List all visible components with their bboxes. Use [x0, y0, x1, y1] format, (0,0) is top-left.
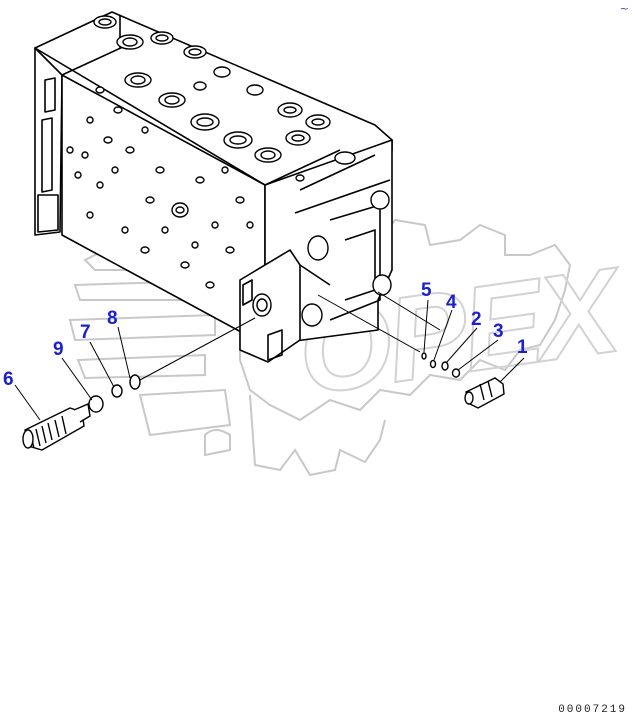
callout-6: 6: [3, 369, 14, 390]
callout-1: 1: [517, 337, 528, 358]
callout-3: 3: [493, 321, 504, 342]
corner-mark: ~: [619, 2, 629, 15]
left-relief-parts: [22, 374, 141, 451]
plug-end-1: [464, 391, 474, 405]
o-ring-8: [129, 374, 141, 390]
callout-8: 8: [107, 308, 118, 329]
o-ring-2: [441, 361, 449, 371]
callout-9: 9: [53, 339, 64, 360]
relief-valve-6: [24, 407, 85, 451]
control-valve-body: [34, 11, 393, 363]
backup-ring-7: [111, 384, 123, 398]
o-ring-9: [88, 395, 104, 413]
right-relief-parts: [421, 352, 505, 409]
backup-ring-5: [421, 352, 427, 360]
callout-5: 5: [421, 280, 432, 301]
drawing-number: 00007219: [558, 704, 627, 716]
valve-ports: [66, 15, 392, 327]
backup-ring-3: [451, 368, 461, 378]
callout-7: 7: [80, 322, 91, 343]
callout-2: 2: [471, 309, 482, 330]
callout-4: 4: [446, 292, 457, 313]
leader-lines: [14, 291, 525, 421]
o-ring-4: [429, 359, 437, 369]
